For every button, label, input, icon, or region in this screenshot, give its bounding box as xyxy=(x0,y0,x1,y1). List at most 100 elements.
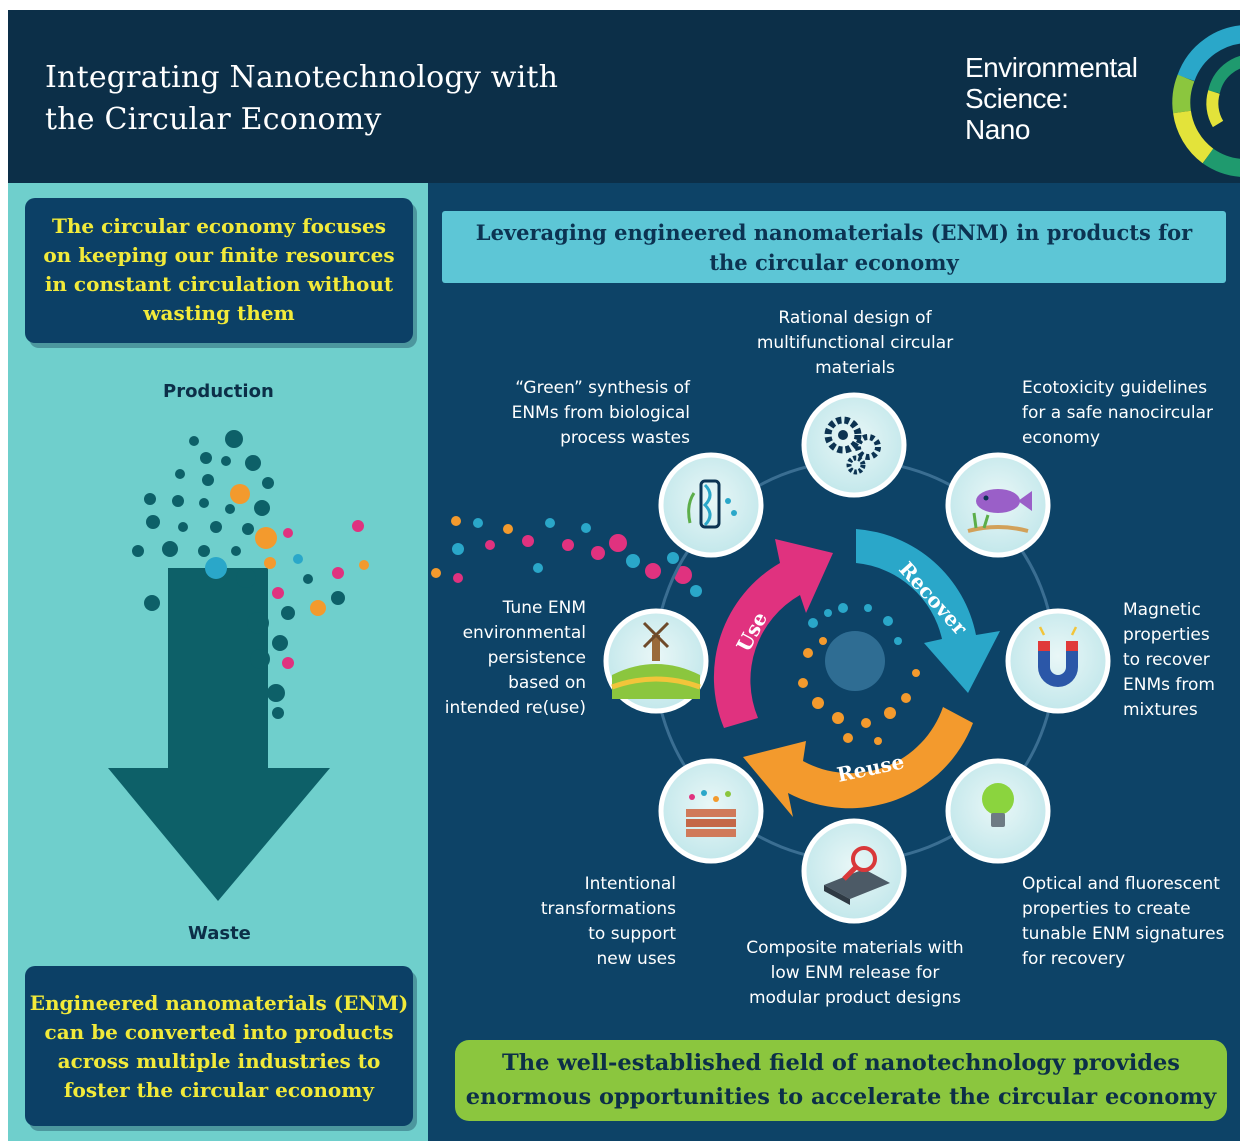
layered-particles-icon xyxy=(658,758,764,864)
caption-line: for a safe nanocircular xyxy=(1022,403,1214,423)
banner-line: enormous opportunities to accelerate the… xyxy=(465,1084,1217,1110)
section-heading: Leveraging engineered nanomaterials (ENM… xyxy=(442,211,1226,283)
particle-dot xyxy=(200,452,212,464)
particle-dot xyxy=(838,603,848,613)
particle-dot xyxy=(359,560,369,570)
particle-dot xyxy=(225,430,243,448)
particle-dot xyxy=(264,557,276,569)
particle-dot xyxy=(262,477,274,489)
caption-line: transformations xyxy=(540,899,676,919)
particle-dot xyxy=(861,718,871,728)
caption-line: based on xyxy=(508,673,586,693)
particle-dot xyxy=(293,554,303,564)
particle-dot xyxy=(199,498,209,508)
caption-line: ENMs from biological xyxy=(511,403,690,423)
persistence-caption: Tune ENM environmental persistence based… xyxy=(438,596,586,721)
caption-line: environmental xyxy=(462,623,586,643)
heading-line: the circular economy xyxy=(709,250,959,275)
caption-line: Ecotoxicity guidelines xyxy=(1022,378,1208,398)
right-panel: Leveraging engineered nanomaterials (ENM… xyxy=(428,183,1240,1141)
caption-line: “Green” synthesis of xyxy=(515,378,690,398)
particle-dot xyxy=(144,493,156,505)
particle-dot xyxy=(626,554,640,568)
particle-dot xyxy=(205,557,227,579)
particle-dot xyxy=(901,693,911,703)
particle-dot xyxy=(283,528,293,538)
particle-dot xyxy=(281,606,295,620)
particle-dot xyxy=(843,733,853,743)
caption-line: Optical and fluorescent xyxy=(1022,874,1220,894)
particle-dot xyxy=(236,568,256,588)
particle-dot xyxy=(798,678,808,688)
gears-icon xyxy=(801,392,907,498)
particle-dot xyxy=(667,552,679,564)
flow-particles xyxy=(431,516,920,745)
transformations-caption: Intentional transformations to support n… xyxy=(508,872,676,972)
magnetic-caption: Magnetic properties to recover ENMs from… xyxy=(1123,598,1233,723)
particle-dot xyxy=(189,436,199,446)
particle-dot xyxy=(282,657,294,669)
particle-dot xyxy=(146,515,160,529)
page-title: Integrating Nanotechnology with the Circ… xyxy=(45,57,665,141)
magnet-icon xyxy=(1005,608,1111,714)
caption-line: multifunctional circular xyxy=(756,333,954,353)
journal-line: Nano xyxy=(965,114,1030,145)
title-line: the Circular Economy xyxy=(45,102,382,137)
particle-dot xyxy=(884,707,896,719)
caption-line: low ENM release for xyxy=(770,963,940,983)
particle-dot xyxy=(352,520,364,532)
particle-dot xyxy=(175,469,185,479)
particle-dot xyxy=(819,637,827,645)
particle-dot xyxy=(210,521,222,533)
particle-dot xyxy=(267,684,285,702)
caption-line: to recover xyxy=(1123,650,1210,670)
waste-label: Waste xyxy=(188,923,251,944)
light-bulb-icon xyxy=(945,758,1051,864)
heading-line: Leveraging engineered nanomaterials (ENM… xyxy=(475,220,1193,245)
particle-dot xyxy=(874,737,882,745)
particle-dot xyxy=(310,600,326,616)
caption-line: modular product designs xyxy=(748,988,962,1008)
caption-line: mixtures xyxy=(1123,700,1198,720)
particle-dot xyxy=(202,474,214,486)
particle-dot xyxy=(272,635,288,651)
composite-caption: Composite materials with low ENM release… xyxy=(724,936,986,1011)
particle-dot xyxy=(431,568,441,578)
caption-line: materials xyxy=(815,358,895,378)
particle-dot xyxy=(883,616,893,626)
journal-line: Science: xyxy=(965,83,1069,114)
particle-dot xyxy=(247,612,269,634)
caption-line: to support xyxy=(588,924,676,944)
particle-dot xyxy=(533,563,543,573)
particle-dot xyxy=(522,535,534,547)
box-line: Engineered nanomaterials (ENM) xyxy=(29,991,409,1015)
caption-line: Magnetic xyxy=(1123,600,1201,620)
particle-dot xyxy=(162,541,178,557)
particle-dot xyxy=(591,546,605,560)
dna-plant-icon xyxy=(658,452,764,558)
circular-economy-box: The circular economy focuses on keeping … xyxy=(25,198,413,343)
box-line: on keeping our finite resources xyxy=(43,243,395,267)
box-line: can be converted into products xyxy=(44,1020,394,1044)
particle-dot xyxy=(132,545,144,557)
particle-dot xyxy=(221,456,231,466)
particle-dot xyxy=(609,534,627,552)
magnifier-surface-icon xyxy=(801,818,907,924)
particle-dot xyxy=(230,484,250,504)
particle-dot xyxy=(245,455,261,471)
caption-line: new uses xyxy=(596,949,677,969)
caption-line: Composite materials with xyxy=(746,938,964,958)
particle-dot xyxy=(303,574,313,584)
banner-line: The well-established field of nanotechno… xyxy=(502,1050,1180,1076)
caption-line: persistence xyxy=(487,648,586,668)
green-synthesis-caption: “Green” synthesis of ENMs from biologica… xyxy=(480,376,690,451)
caption-line: Intentional xyxy=(584,874,676,894)
particle-dot xyxy=(894,637,902,645)
particle-dot xyxy=(562,539,574,551)
cycle-diagram: Use Recover Reuse xyxy=(431,392,1111,924)
particle-dot xyxy=(912,669,920,677)
journal-logo-icon xyxy=(1172,25,1240,177)
particle-dot xyxy=(198,545,210,557)
particle-dot xyxy=(250,649,270,669)
